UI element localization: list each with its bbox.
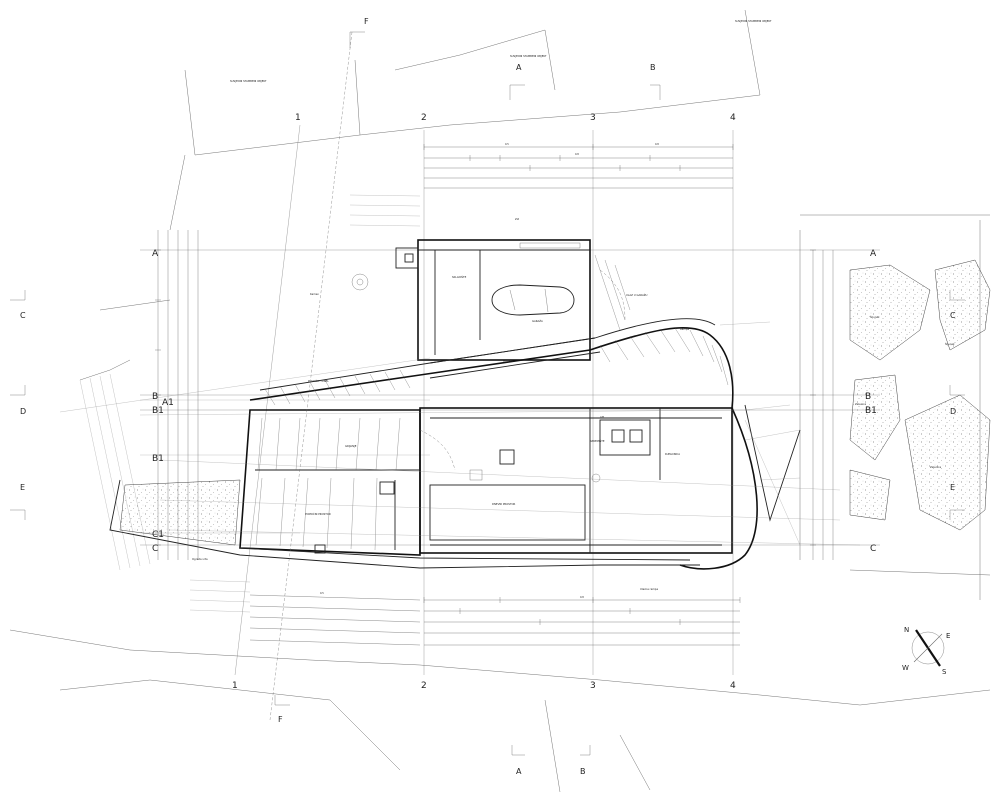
room-label: HODNIK xyxy=(503,359,514,363)
axis-label-row: A1 xyxy=(162,398,174,408)
axis-label-col: 2 xyxy=(421,681,427,691)
section-marker-f: F xyxy=(278,715,283,724)
axis-label-row: B1 xyxy=(152,454,164,464)
svg-text:0.8: 0.8 xyxy=(580,596,584,599)
section-marker-e: E xyxy=(20,483,25,492)
north-compass-icon: N E S W xyxy=(902,626,950,676)
axis-label-row: B1 xyxy=(152,406,164,416)
ramp-hatching xyxy=(255,254,801,551)
room-label: SPREMIŠTE xyxy=(590,438,605,443)
neighbor-label: SUSJEDNI STAMBENI OBJEKT xyxy=(735,19,772,23)
room-label: POMOĆNI PROSTOR xyxy=(305,511,331,516)
axis-label-row: B1 xyxy=(865,406,877,416)
room-label: ULAZ U GARAŽU xyxy=(626,292,648,297)
room-label: DNEVNI PROSTOR xyxy=(492,502,516,506)
annotation: Kamen xyxy=(310,292,319,296)
svg-text:0.5: 0.5 xyxy=(505,143,509,146)
axis-label-col: 3 xyxy=(590,113,596,123)
room-label: PLIVAČKI TUNEL xyxy=(308,378,329,383)
annotation: Ograda vrta xyxy=(192,557,208,561)
axis-label-row: B xyxy=(865,392,871,402)
section-marker-c: C xyxy=(20,311,26,320)
axis-label-row: C xyxy=(870,544,876,554)
svg-text:0.8: 0.8 xyxy=(575,153,579,156)
axis-label-row: A xyxy=(152,249,159,259)
room-label: GARAŽA xyxy=(532,318,543,323)
axis-label-col: 4 xyxy=(730,113,736,123)
fixtures xyxy=(351,242,626,483)
neighbor-label: SUSJEDNI STAMBENI OBJEKT xyxy=(230,79,267,83)
row-axis-labels: A A1 B B1 B1 C1 C A B B1 C xyxy=(152,249,877,554)
room-label: Zelenica xyxy=(855,402,866,406)
axis-label-row: C xyxy=(152,544,158,554)
axis-label-row: C1 xyxy=(152,530,164,540)
axis-label-col: 4 xyxy=(730,681,736,691)
section-marker-a: A xyxy=(516,63,522,72)
section-markers: A B F C D E C D E F A B xyxy=(10,17,965,776)
neighbor-label: SUSJEDNI STAMBENI OBJEKT xyxy=(510,54,547,58)
axis-label-col: 2 xyxy=(421,113,427,123)
section-marker-b: B xyxy=(580,767,586,776)
section-marker-a: A xyxy=(516,767,522,776)
axis-label-col: 1 xyxy=(232,681,238,691)
annotation: Lift xyxy=(600,415,604,419)
annotation: Ulazna rampa xyxy=(640,587,658,591)
section-marker-b: B xyxy=(650,63,656,72)
column-axis-labels: 1 2 3 4 1 2 3 4 xyxy=(232,113,736,691)
room-label: Zelenica xyxy=(930,465,941,469)
section-marker-f: F xyxy=(364,17,369,26)
axis-label-row: A xyxy=(870,249,877,259)
annotation: Zid xyxy=(515,217,519,221)
tree-icon xyxy=(351,273,369,291)
section-marker-c: C xyxy=(950,311,956,320)
car-icon xyxy=(491,284,575,316)
dimension-chains: 0.5 0.8 0.8 0.5 0.8 xyxy=(79,143,834,646)
room-label: KUPAONICA xyxy=(665,452,680,456)
gravel-areas xyxy=(119,259,991,546)
neighbor-labels: SUSJEDNI STAMBENI OBJEKT SUSJEDNI STAMBE… xyxy=(230,19,772,83)
compass-n: N xyxy=(904,626,909,634)
compass-s: S xyxy=(942,668,947,676)
building-walls xyxy=(109,239,758,570)
annotation: Rampa xyxy=(680,327,690,331)
axis-label-col: 3 xyxy=(590,681,596,691)
section-marker-e: E xyxy=(950,483,955,492)
svg-text:0.8: 0.8 xyxy=(655,143,659,146)
room-label: GRIJANJE xyxy=(345,444,357,448)
room-label: SKLADIŠTE xyxy=(452,274,467,279)
svg-text:0.5: 0.5 xyxy=(320,592,324,595)
room-label: Šljunak xyxy=(870,314,880,319)
axis-label-col: 1 xyxy=(295,113,301,123)
compass-w: W xyxy=(902,664,909,672)
axis-label-row: B xyxy=(152,392,158,402)
room-label: Šljunak xyxy=(945,341,955,346)
section-marker-d: D xyxy=(20,407,26,416)
reference-lines xyxy=(59,31,861,721)
annotations: Ograda vrta Ulazna rampa Kamen Zid Rampa… xyxy=(189,194,801,613)
room-labels: SKLADIŠTE GARAŽA HODNIK PLIVAČKI TUNEL G… xyxy=(305,274,955,516)
section-marker-d: D xyxy=(950,407,956,416)
compass-e: E xyxy=(946,632,950,640)
